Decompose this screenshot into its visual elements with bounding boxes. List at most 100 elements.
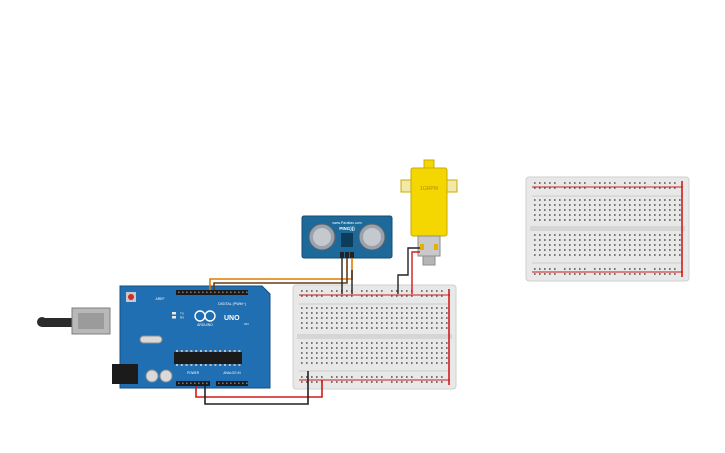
breadboard-hole[interactable]: [584, 204, 586, 206]
breadboard-hole[interactable]: [351, 342, 353, 344]
breadboard-hole[interactable]: [441, 352, 443, 354]
breadboard-hole[interactable]: [569, 219, 571, 221]
breadboard-hole[interactable]: [391, 312, 393, 314]
breadboard-hole[interactable]: [426, 347, 428, 349]
breadboard-hole[interactable]: [376, 376, 378, 378]
breadboard-hole[interactable]: [534, 187, 536, 189]
breadboard-hole[interactable]: [366, 342, 368, 344]
breadboard-hole[interactable]: [649, 244, 651, 246]
breadboard-hole[interactable]: [609, 214, 611, 216]
breadboard-hole[interactable]: [664, 234, 666, 236]
breadboard-hole[interactable]: [441, 307, 443, 309]
header-pin[interactable]: [186, 291, 188, 294]
breadboard-hole[interactable]: [544, 273, 546, 275]
breadboard-hole[interactable]: [614, 182, 616, 184]
breadboard-hole[interactable]: [301, 342, 303, 344]
breadboard-hole[interactable]: [441, 317, 443, 319]
breadboard-hole[interactable]: [331, 381, 333, 383]
breadboard-hole[interactable]: [554, 214, 556, 216]
breadboard-hole[interactable]: [411, 307, 413, 309]
breadboard-hole[interactable]: [604, 182, 606, 184]
breadboard-hole[interactable]: [679, 219, 681, 221]
breadboard-hole[interactable]: [371, 317, 373, 319]
breadboard-hole[interactable]: [634, 268, 636, 270]
breadboard-hole[interactable]: [311, 312, 313, 314]
breadboard-hole[interactable]: [436, 312, 438, 314]
breadboard-hole[interactable]: [589, 209, 591, 211]
breadboard-hole[interactable]: [599, 249, 601, 251]
breadboard-hole[interactable]: [341, 362, 343, 364]
breadboard-hole[interactable]: [659, 219, 661, 221]
breadboard-hole[interactable]: [316, 362, 318, 364]
breadboard-hole[interactable]: [539, 254, 541, 256]
breadboard-hole[interactable]: [554, 187, 556, 189]
breadboard-hole[interactable]: [436, 290, 438, 292]
wire-signal-orange[interactable]: [209, 258, 353, 290]
breadboard-hole[interactable]: [426, 312, 428, 314]
reset-button-cap[interactable]: [128, 294, 134, 300]
power-header[interactable]: [176, 381, 210, 386]
breadboard-hole[interactable]: [346, 347, 348, 349]
breadboard-hole[interactable]: [341, 317, 343, 319]
breadboard-hole[interactable]: [346, 362, 348, 364]
header-pin[interactable]: [194, 382, 196, 385]
breadboard-hole[interactable]: [539, 268, 541, 270]
breadboard-hole[interactable]: [669, 239, 671, 241]
breadboard-hole[interactable]: [544, 182, 546, 184]
breadboard-hole[interactable]: [301, 352, 303, 354]
breadboard-hole[interactable]: [534, 273, 536, 275]
breadboard-hole[interactable]: [674, 199, 676, 201]
breadboard-hole[interactable]: [674, 239, 676, 241]
breadboard-hole[interactable]: [589, 204, 591, 206]
breadboard-hole[interactable]: [421, 317, 423, 319]
breadboard-hole[interactable]: [316, 322, 318, 324]
breadboard-hole[interactable]: [614, 187, 616, 189]
breadboard-hole[interactable]: [321, 376, 323, 378]
breadboard-hole[interactable]: [534, 254, 536, 256]
breadboard-hole[interactable]: [604, 187, 606, 189]
breadboard-hole[interactable]: [411, 362, 413, 364]
breadboard-hole[interactable]: [544, 239, 546, 241]
breadboard-hole[interactable]: [331, 327, 333, 329]
breadboard-hole[interactable]: [406, 362, 408, 364]
breadboard-hole[interactable]: [619, 254, 621, 256]
breadboard-hole[interactable]: [609, 199, 611, 201]
breadboard-hole[interactable]: [664, 182, 666, 184]
breadboard-hole[interactable]: [316, 327, 318, 329]
breadboard-hole[interactable]: [431, 357, 433, 359]
sensor-pin-gnd[interactable]: [340, 252, 344, 258]
breadboard-hole[interactable]: [321, 290, 323, 292]
breadboard-hole[interactable]: [544, 199, 546, 201]
breadboard-hole[interactable]: [316, 317, 318, 319]
breadboard-hole[interactable]: [629, 199, 631, 201]
breadboard-hole[interactable]: [639, 187, 641, 189]
breadboard-hole[interactable]: [381, 342, 383, 344]
breadboard-hole[interactable]: [421, 362, 423, 364]
breadboard-hole[interactable]: [341, 342, 343, 344]
breadboard-hole[interactable]: [634, 219, 636, 221]
breadboard-hole[interactable]: [331, 357, 333, 359]
breadboard-hole[interactable]: [554, 219, 556, 221]
breadboard-hole[interactable]: [321, 307, 323, 309]
breadboard-hole[interactable]: [436, 347, 438, 349]
breadboard-hole[interactable]: [421, 312, 423, 314]
breadboard-hole[interactable]: [549, 219, 551, 221]
breadboard-hole[interactable]: [301, 307, 303, 309]
breadboard-hole[interactable]: [649, 214, 651, 216]
breadboard-hole[interactable]: [639, 204, 641, 206]
breadboard-hole[interactable]: [341, 307, 343, 309]
breadboard-hole[interactable]: [406, 295, 408, 297]
breadboard-hole[interactable]: [609, 273, 611, 275]
breadboard-hole[interactable]: [306, 381, 308, 383]
breadboard-hole[interactable]: [301, 312, 303, 314]
breadboard-hole[interactable]: [421, 295, 423, 297]
breadboard-hole[interactable]: [669, 273, 671, 275]
breadboard-hole[interactable]: [609, 268, 611, 270]
breadboard-hole[interactable]: [664, 239, 666, 241]
breadboard-hole[interactable]: [629, 204, 631, 206]
breadboard-hole[interactable]: [441, 381, 443, 383]
breadboard-hole[interactable]: [679, 244, 681, 246]
breadboard-hole[interactable]: [579, 182, 581, 184]
breadboard-hole[interactable]: [316, 342, 318, 344]
breadboard-hole[interactable]: [336, 322, 338, 324]
